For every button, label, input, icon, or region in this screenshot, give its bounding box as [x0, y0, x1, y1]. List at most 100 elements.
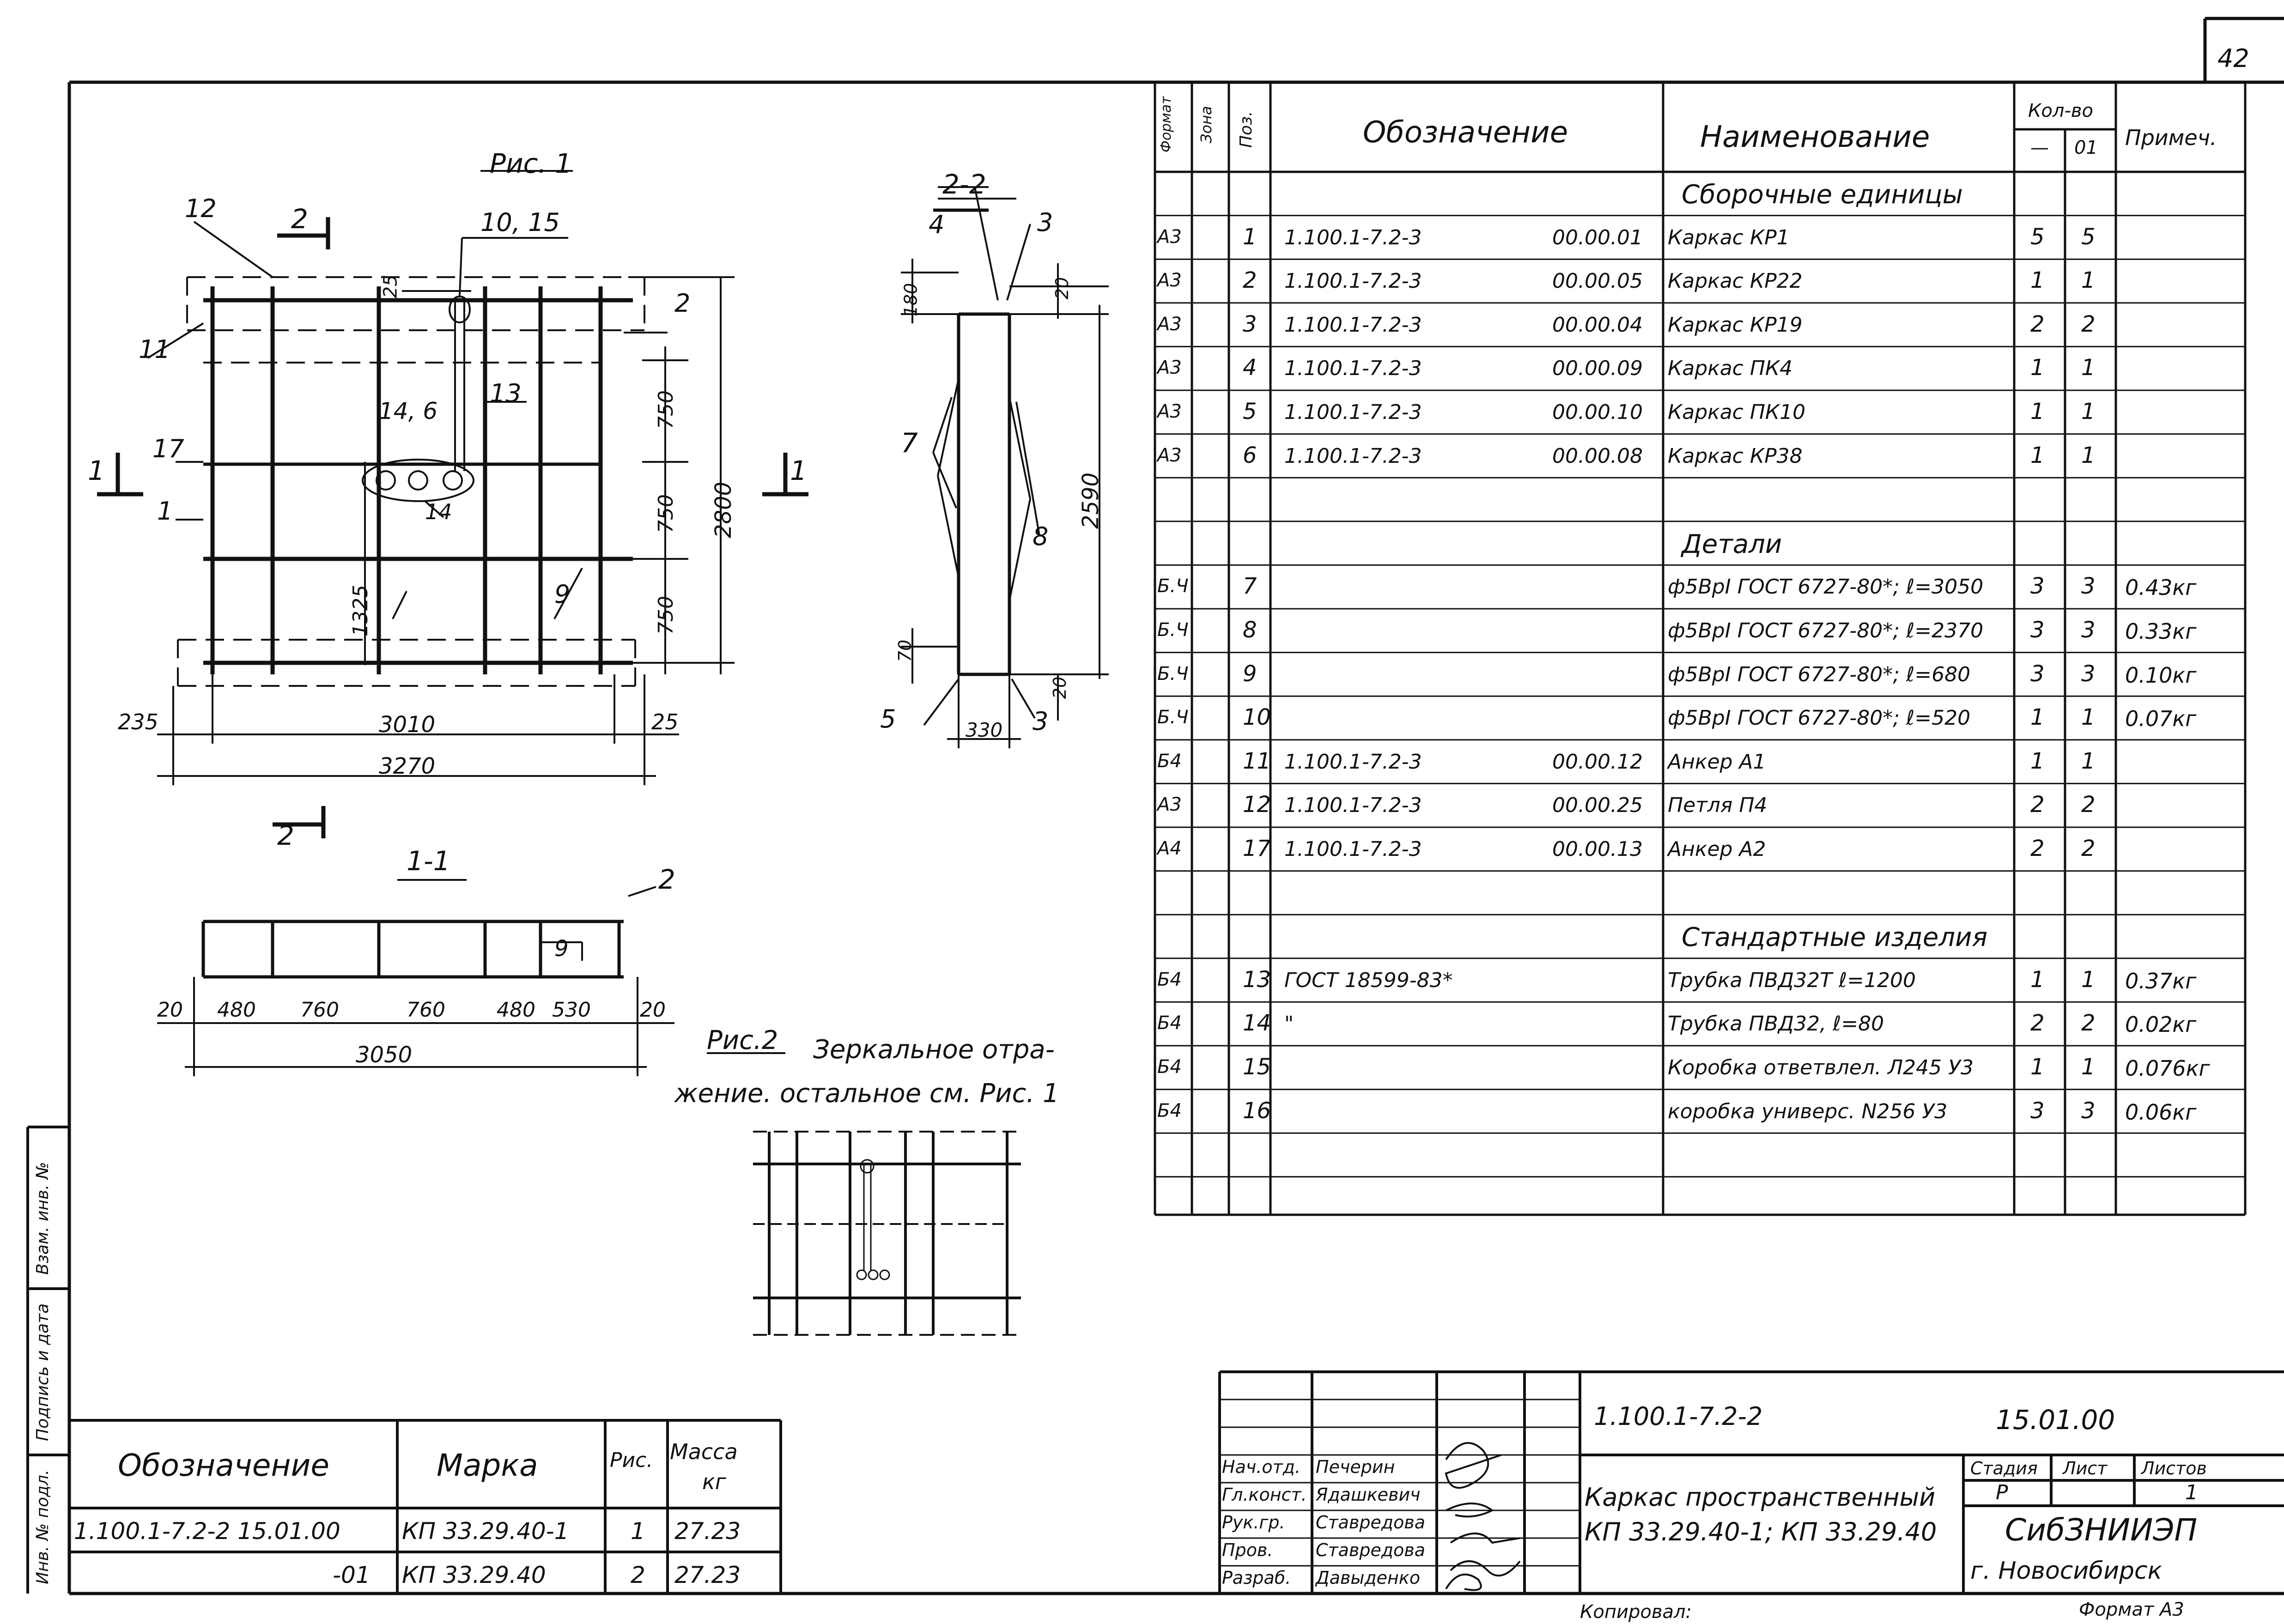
fig1-section-mark: 2 — [277, 820, 294, 851]
spec-cell-pos: 8 — [1243, 617, 1257, 643]
fig1-callout: 14 — [425, 499, 452, 524]
title-person-name: Ядашкевич — [1316, 1485, 1421, 1505]
sec22-title: 2-2 — [942, 169, 986, 200]
spec-cell-name: Каркас ПК4 — [1668, 357, 1793, 381]
spec-cell-format: А3 — [1157, 270, 1182, 291]
title-person-role: Разраб. — [1222, 1568, 1291, 1588]
spec-cell-qty-b: 2 — [2081, 792, 2096, 818]
spec-cell-qty-a: 3 — [2030, 573, 2045, 600]
spec-section-title: Детали — [1682, 529, 1782, 559]
sec22-dim: 20 — [1050, 676, 1070, 699]
fig1-callout: 12 — [185, 194, 217, 223]
spec-cell-code: 00.00.05 — [1552, 269, 1643, 293]
spec-cell-format: А3 — [1157, 401, 1182, 422]
sec11-dim: 20 — [640, 998, 666, 1022]
fig1-dim: 750 — [654, 494, 678, 533]
side-label-replace: Взам. инв. № — [33, 1162, 52, 1275]
fig1-callout: 1 — [157, 497, 173, 526]
sheet-number: 42 — [2217, 44, 2249, 73]
title-person-name: Ставредова — [1316, 1540, 1426, 1560]
sec11-dim: 760 — [300, 998, 339, 1022]
mark-header-mass-2: кг — [702, 1469, 726, 1494]
spec-cell-qty-b: 1 — [2081, 704, 2096, 731]
sec11-callout: 2 — [658, 864, 675, 895]
spec-cell-pos: 12 — [1243, 792, 1271, 818]
fig1-section-mark: 2 — [291, 203, 308, 235]
spec-cell-designation: " — [1284, 1012, 1294, 1036]
fig1-callout: 11 — [139, 335, 170, 364]
spec-cell-note: 0.076кг — [2125, 1056, 2210, 1081]
spec-cell-name: Коробка ответвлел. Л245 У3 — [1668, 1056, 1974, 1079]
spec-cell-pos: 15 — [1243, 1054, 1271, 1080]
spec-header-qty-a: — — [2030, 137, 2049, 158]
spec-cell-pos: 14 — [1243, 1010, 1271, 1036]
spec-cell-name: Анкер А2 — [1668, 837, 1766, 861]
spec-cell-designation: ГОСТ 18599-83* — [1284, 968, 1453, 992]
spec-header-qty-b: 01 — [2074, 137, 2098, 158]
fig1-callout: 10, 15 — [480, 208, 560, 237]
mark-row-fig: 2 — [631, 1562, 645, 1588]
spec-cell-pos: 11 — [1243, 748, 1271, 774]
sec22-dim: 330 — [966, 719, 1003, 741]
spec-cell-format: А4 — [1157, 838, 1182, 859]
title-person-name: Давыденко — [1316, 1568, 1421, 1588]
title-line1: Каркас пространственный — [1585, 1483, 1936, 1512]
spec-cell-pos: 16 — [1243, 1097, 1271, 1124]
spec-cell-code: 00.00.25 — [1552, 794, 1643, 818]
sec11-title: 1-1 — [407, 845, 450, 877]
spec-cell-designation: 1.100.1-7.2-3 — [1284, 400, 1422, 424]
spec-cell-name: ф5ВрI ГОСТ 6727-80*; ℓ=680 — [1668, 662, 1971, 686]
spec-cell-qty-a: 1 — [2030, 1054, 2045, 1080]
title-sheets-label: Листов — [2141, 1458, 2207, 1479]
fig2-note-line2: жение. остальное см. Рис. 1 — [674, 1079, 1059, 1109]
spec-cell-code: 00.00.04 — [1552, 313, 1643, 337]
format-label: Формат А3 — [2079, 1599, 2184, 1620]
spec-cell-name: ф5ВрI ГОСТ 6727-80*; ℓ=520 — [1668, 706, 1971, 730]
spec-cell-pos: 13 — [1243, 966, 1271, 993]
spec-cell-pos: 17 — [1243, 836, 1271, 861]
title-line2: КП 33.29.40-1; КП 33.29.40 — [1585, 1517, 1937, 1546]
mark-row-designation: -01 — [333, 1562, 371, 1588]
spec-cell-designation: 1.100.1-7.2-3 — [1284, 225, 1422, 249]
spec-cell-format: А3 — [1157, 226, 1182, 248]
spec-header-name: Наименование — [1700, 120, 1930, 154]
spec-header-designation: Обозначение — [1363, 115, 1568, 150]
spec-cell-qty-a: 1 — [2030, 399, 2045, 424]
spec-cell-pos: 1 — [1243, 224, 1257, 250]
spec-cell-note: 0.37кг — [2125, 968, 2197, 994]
spec-cell-format: Б4 — [1157, 969, 1182, 990]
spec-section-title: Сборочные единицы — [1682, 180, 1963, 210]
mark-header-designation: Обозначение — [118, 1448, 329, 1483]
sec22-dim: 180 — [900, 283, 921, 317]
spec-cell-name: ф5ВрI ГОСТ 6727-80*; ℓ=2370 — [1668, 619, 1984, 642]
spec-cell-qty-a: 3 — [2030, 661, 2045, 687]
side-label-sign: Подпись и дата — [33, 1303, 52, 1441]
title-person-role: Рук.гр. — [1222, 1512, 1285, 1533]
spec-cell-pos: 10 — [1243, 704, 1271, 731]
fig1-section-mark: 1 — [790, 455, 807, 486]
spec-cell-qty-b: 2 — [2081, 1010, 2096, 1036]
spec-section-title: Стандартные изделия — [1682, 922, 1988, 953]
spec-cell-name: коробка универс. N256 У3 — [1668, 1099, 1948, 1123]
sec11-dim: 760 — [407, 998, 445, 1022]
mark-row-mass: 27.23 — [674, 1518, 741, 1545]
spec-cell-qty-b: 2 — [2081, 311, 2096, 337]
fig1-dim: 25 — [651, 709, 679, 734]
title-person-name: Печерин — [1316, 1457, 1395, 1477]
sec22-dim: 70 — [895, 639, 916, 662]
sec11-dim: 3050 — [356, 1042, 413, 1068]
spec-cell-qty-a: 2 — [2030, 1010, 2045, 1036]
spec-cell-qty-b: 1 — [2081, 442, 2096, 468]
fig2-title: Рис.2 — [707, 1025, 778, 1055]
sec11-callout: 9 — [554, 936, 569, 962]
title-person-role: Нач.отд. — [1222, 1457, 1301, 1477]
spec-cell-pos: 6 — [1243, 442, 1257, 468]
title-org-line2: г. Новосибирск — [1970, 1557, 2163, 1585]
sec11-dim: 20 — [157, 998, 183, 1022]
spec-cell-qty-b: 3 — [2081, 1097, 2096, 1124]
title-org-line1: СибЗНИИЭП — [2005, 1512, 2198, 1548]
title-doc-code: 1.100.1-7.2-2 — [1594, 1402, 1763, 1431]
spec-cell-code: 00.00.12 — [1552, 750, 1643, 774]
spec-cell-qty-b: 5 — [2081, 224, 2096, 250]
spec-cell-designation: 1.100.1-7.2-3 — [1284, 357, 1422, 381]
